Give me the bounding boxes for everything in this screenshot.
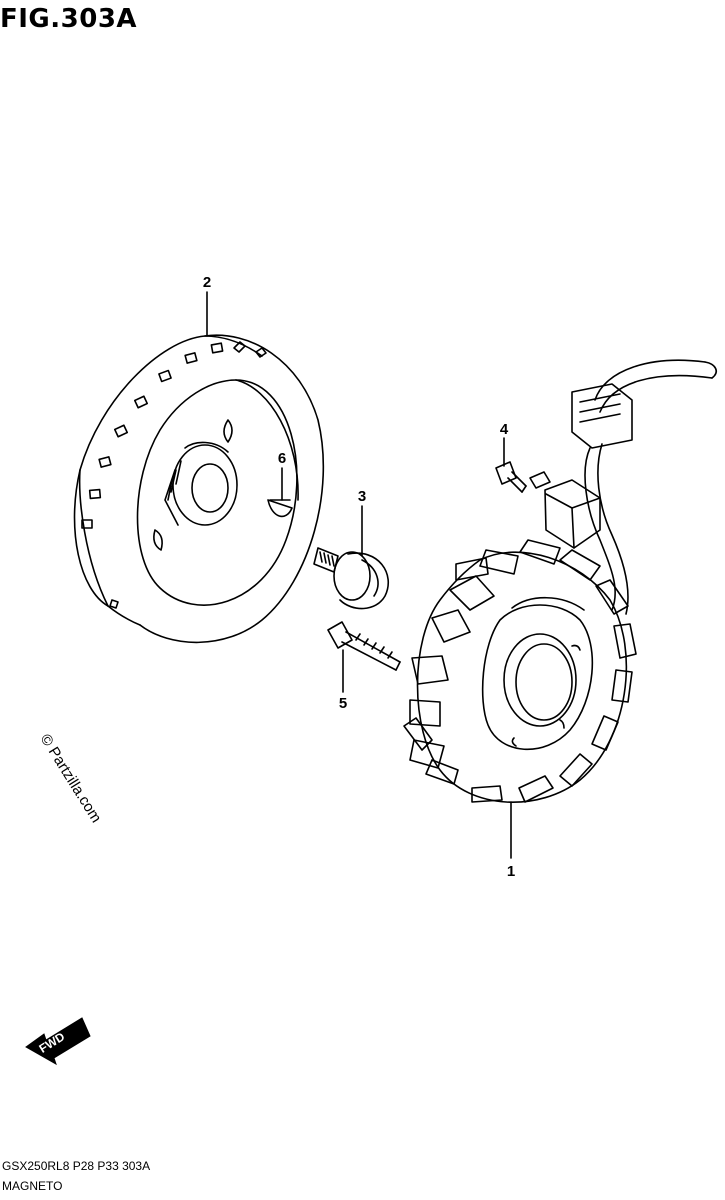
callout-2: 2 [203,274,211,291]
callout-6: 6 [278,450,286,467]
watermark-text: © Partzilla.com [37,731,105,826]
callout-5: 5 [339,695,347,712]
part-3-rotor-bolt[interactable] [313,547,390,610]
part-6-key[interactable] [267,499,293,518]
part-5-screw[interactable] [327,621,401,671]
fwd-arrow-icon: FWD [25,1017,91,1066]
part-2-rotor[interactable] [73,334,325,644]
footer-code: GSX250RL8 P28 P33 303A [2,1159,150,1173]
part-4-screw[interactable] [495,461,527,493]
footer-caption: MAGNETO [2,1179,62,1193]
part-1-stator[interactable] [403,359,717,803]
figure-title: FIG.303A [0,4,138,34]
callout-1: 1 [507,863,515,880]
callout-3: 3 [358,488,366,505]
callout-4: 4 [500,421,509,438]
